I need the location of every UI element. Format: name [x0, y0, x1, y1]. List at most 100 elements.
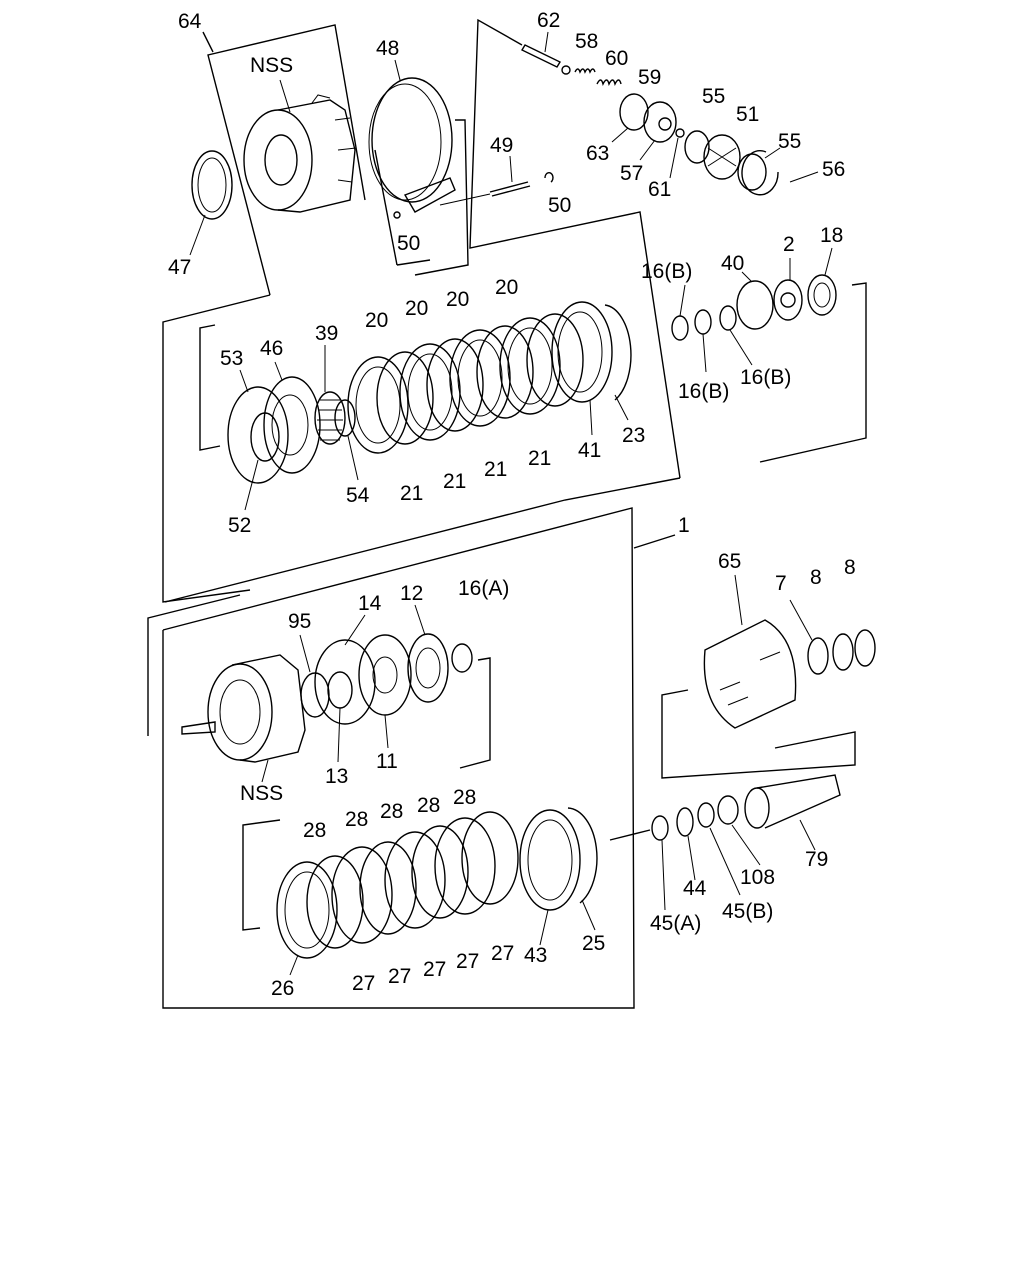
- label-11: 11: [376, 750, 398, 773]
- clutch-upper-frame-right: [164, 477, 681, 603]
- leader-43: [539, 909, 549, 946]
- label-50a: 50: [548, 194, 571, 217]
- inner-bracket-left: [199, 324, 221, 451]
- piston-11: [358, 634, 412, 716]
- label-20b: 20: [405, 297, 428, 320]
- leader-12: [414, 604, 426, 636]
- plate-21a: [376, 351, 434, 445]
- plate-20d-in: [507, 327, 553, 405]
- ring-47: [191, 150, 233, 220]
- rod-62: [521, 44, 561, 68]
- label-28a: 28: [303, 819, 326, 842]
- leader-61: [669, 137, 679, 179]
- leader-52: [244, 459, 259, 511]
- label-51: 51: [736, 103, 759, 126]
- label-26: 26: [271, 977, 294, 1000]
- leader-64: [202, 31, 214, 53]
- plate-14: [314, 639, 376, 725]
- ring-63: [619, 93, 649, 131]
- label-28e: 28: [453, 786, 476, 809]
- group-48-bracket: [414, 119, 469, 276]
- plate-28d: [461, 811, 519, 905]
- leader-13: [337, 707, 341, 763]
- label-49: 49: [490, 134, 513, 157]
- snap-ring-56: [741, 150, 779, 196]
- snap-ring-25: [567, 807, 598, 904]
- plate-21d: [526, 313, 584, 407]
- label-16Ba: 16(B): [641, 260, 692, 283]
- leader-23: [614, 394, 629, 421]
- bearing-12-in: [415, 647, 441, 689]
- drum-64-hub: [264, 134, 298, 186]
- spring-53: [227, 386, 289, 484]
- leader-18: [824, 247, 833, 276]
- drum-64-face: [243, 109, 313, 211]
- ring-40: [736, 280, 774, 330]
- plate-41-in: [557, 311, 603, 393]
- group-48-bracket-b: [374, 149, 398, 266]
- leader-25-frame: [609, 829, 651, 841]
- ring-8a: [832, 633, 854, 671]
- group-64-outline: [207, 24, 366, 296]
- leader-14: [344, 614, 366, 646]
- label-25: 25: [582, 932, 605, 955]
- leader-11: [384, 714, 389, 749]
- leader-41: [589, 399, 593, 436]
- pin-49: [489, 181, 529, 193]
- leader-47: [189, 214, 206, 256]
- leader-53: [239, 369, 249, 393]
- plate-43-in: [527, 819, 573, 901]
- leader-nss-top: [279, 79, 291, 113]
- label-54: 54: [346, 484, 370, 507]
- leader-26: [289, 954, 299, 976]
- plate-28c: [411, 825, 469, 919]
- label-1: 1: [678, 514, 690, 537]
- plate-27c: [434, 817, 496, 915]
- label-55b: 55: [778, 130, 801, 153]
- leader-65: [734, 574, 743, 626]
- washer-45A: [651, 815, 669, 841]
- clutch-upper-frame: [162, 294, 271, 603]
- label-21c: 21: [484, 458, 507, 481]
- leader-79: [799, 819, 816, 851]
- label-23: 23: [622, 424, 645, 447]
- label-52: 52: [228, 514, 251, 537]
- label-21b: 21: [443, 470, 466, 493]
- label-20c: 20: [446, 288, 469, 311]
- label-108: 108: [740, 866, 775, 889]
- ring-7: [807, 637, 829, 675]
- label-2: 2: [783, 233, 795, 256]
- leader-108: [731, 824, 761, 866]
- cover-51-cross: [707, 147, 737, 167]
- bearing-18: [807, 274, 837, 316]
- label-14: 14: [358, 592, 382, 615]
- label-50b: 50: [397, 232, 420, 255]
- label-40: 40: [721, 252, 744, 275]
- part-labels: 64 NSS 48 62 58 60 59 55 51 55 56 63 57 …: [168, 9, 856, 1000]
- group-1-frame: [147, 594, 241, 736]
- leader-49: [509, 155, 513, 183]
- leader-45A: [661, 839, 666, 911]
- leader-57: [639, 139, 656, 161]
- label-27d: 27: [456, 950, 479, 973]
- leader-55b: [764, 147, 781, 159]
- leader-95: [299, 634, 311, 673]
- leader-7: [789, 599, 813, 641]
- washer-2: [773, 279, 803, 321]
- label-44: 44: [683, 877, 707, 900]
- label-63: 63: [586, 142, 609, 165]
- drum-nss-shaft: [181, 721, 216, 735]
- inner-bracket-26: [242, 819, 281, 931]
- ring-54: [334, 399, 356, 437]
- label-nss-bot: NSS: [240, 782, 283, 805]
- ring-16Bc: [719, 305, 737, 331]
- label-47: 47: [168, 256, 191, 279]
- label-27a: 27: [352, 972, 375, 995]
- leader-40: [741, 271, 753, 283]
- ring-16A: [451, 643, 473, 673]
- label-27b: 27: [388, 965, 411, 988]
- leader-nss-bot: [261, 759, 269, 783]
- label-45A: 45(A): [650, 912, 701, 935]
- shaft-79-body: [756, 774, 841, 829]
- ring-108: [717, 795, 739, 825]
